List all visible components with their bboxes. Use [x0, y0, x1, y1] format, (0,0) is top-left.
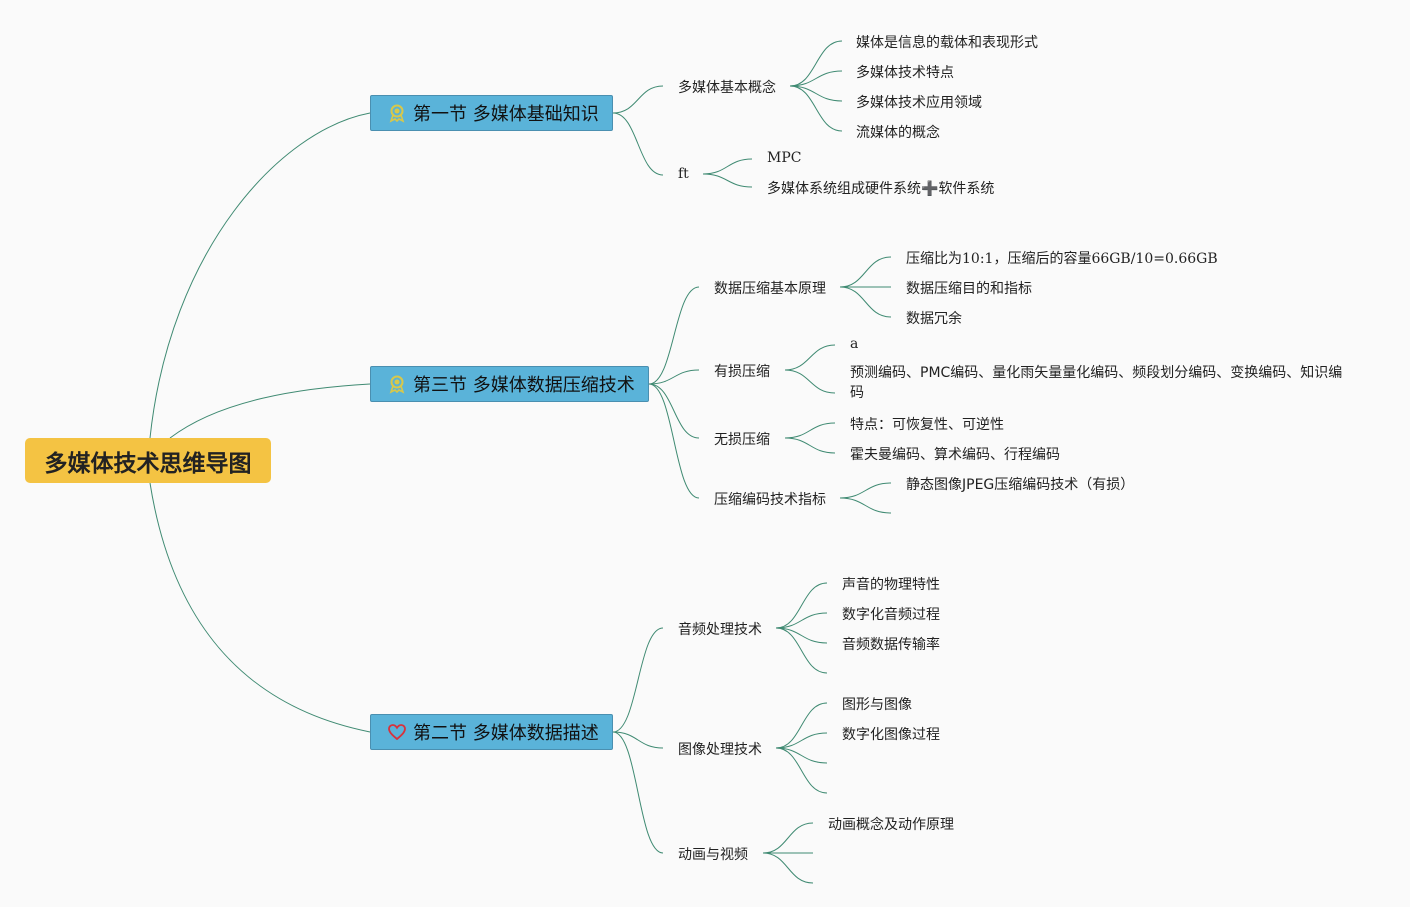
section-link-line [612, 85, 664, 114]
leaf-node[interactable]: 数字化音频过程 [842, 607, 940, 623]
topic-node[interactable]: 多媒体基本概念 [678, 80, 776, 96]
section-node-basics[interactable]: 第一节 多媒体基础知识 [370, 95, 613, 131]
section-label: 第一节 多媒体基础知识 [413, 104, 599, 125]
section-link-line [648, 369, 700, 385]
leaf-link-line [839, 256, 892, 288]
leaf-link-line [784, 437, 836, 454]
leaf-link-line [789, 40, 843, 87]
section-label: 第三节 多媒体数据压缩技术 [413, 375, 635, 396]
leaf-link-line [789, 85, 843, 102]
leaf-link-line [775, 747, 828, 794]
section-link-line [648, 383, 700, 439]
root-link-line [169, 383, 371, 439]
root-node[interactable]: 多媒体技术思维导图 [25, 438, 271, 483]
leaf-node[interactable]: 多媒体技术特点 [856, 65, 954, 81]
heart-icon [388, 724, 406, 741]
section-link-line [648, 383, 700, 499]
topic-node[interactable]: 无损压缩 [714, 432, 770, 448]
leaf-node[interactable]: 流媒体的概念 [856, 125, 940, 141]
leaf-link-line [762, 822, 814, 854]
section-link-line [612, 112, 664, 176]
leaf-link-line [775, 732, 828, 749]
leaf-node[interactable]: 音频数据传输率 [842, 637, 940, 653]
leaf-node[interactable]: a [850, 336, 859, 352]
leaf-node[interactable]: 多媒体系统组成硬件系统➕软件系统 [767, 181, 995, 197]
topic-node[interactable]: 有损压缩 [714, 364, 770, 380]
section-node-description[interactable]: 第二节 多媒体数据描述 [370, 714, 613, 750]
leaf-link-line [775, 747, 828, 764]
leaf-node[interactable]: 静态图像JPEG压缩编码技术（有损） [906, 477, 1135, 493]
root-link-line [149, 482, 371, 733]
leaf-link-line [784, 422, 836, 439]
leaf-link-line [839, 497, 892, 514]
leaf-link-line [789, 85, 843, 132]
leaf-node[interactable]: 特点：可恢复性、可逆性 [850, 417, 1004, 433]
leaf-link-line [775, 627, 828, 644]
leaf-node[interactable]: 动画概念及动作原理 [828, 817, 954, 833]
leaf-node[interactable]: 预测编码、PMC编码、量化雨矢量量化编码、频段划分编码、变换编码、知识编码 [850, 365, 1343, 401]
section-link-line [648, 286, 700, 385]
root-link-line [149, 112, 371, 439]
leaf-node[interactable]: 数字化图像过程 [842, 727, 940, 743]
topic-node[interactable]: 音频处理技术 [678, 622, 762, 638]
leaf-link-line [702, 173, 753, 188]
section-node-compression[interactable]: 第三节 多媒体数据压缩技术 [370, 366, 649, 402]
leaf-node[interactable]: 多媒体技术应用领域 [856, 95, 982, 111]
leaf-link-line [839, 482, 892, 499]
leaf-link-line [702, 158, 753, 175]
leaf-link-line [775, 702, 828, 749]
leaf-link-line [775, 627, 828, 674]
leaf-link-line [839, 286, 892, 318]
topic-node[interactable]: 图像处理技术 [678, 742, 762, 758]
leaf-link-line [775, 612, 828, 629]
leaf-node[interactable]: MPC [767, 150, 802, 166]
leaf-link-line [762, 852, 814, 884]
topic-node[interactable]: 数据压缩基本原理 [714, 281, 826, 297]
leaf-node[interactable]: 数据压缩目的和指标 [906, 281, 1032, 297]
leaf-node[interactable]: 数据冗余 [906, 311, 962, 327]
leaf-node[interactable]: 声音的物理特性 [842, 577, 940, 593]
leaf-node[interactable]: 图形与图像 [842, 697, 912, 713]
leaf-link-line [789, 70, 843, 87]
topic-node[interactable]: ft [678, 166, 689, 182]
leaf-node[interactable]: 媒体是信息的载体和表现形式 [856, 35, 1038, 51]
section-link-line [612, 627, 664, 733]
leaf-link-line [784, 344, 836, 371]
leaf-node[interactable]: 压缩比为10:1，压缩后的容量66GB/10=0.66GB [906, 251, 1218, 267]
leaf-node[interactable]: 霍夫曼编码、算术编码、行程编码 [850, 447, 1060, 463]
section-link-line [612, 731, 664, 749]
topic-node[interactable]: 动画与视频 [678, 847, 748, 863]
leaf-link-line [775, 582, 828, 629]
section-link-line [612, 731, 664, 854]
topic-node[interactable]: 压缩编码技术指标 [714, 492, 826, 508]
ribbon-award-icon [389, 104, 405, 123]
leaf-link-line [784, 369, 836, 394]
ribbon-award-icon [389, 375, 405, 394]
section-label: 第二节 多媒体数据描述 [413, 723, 599, 744]
